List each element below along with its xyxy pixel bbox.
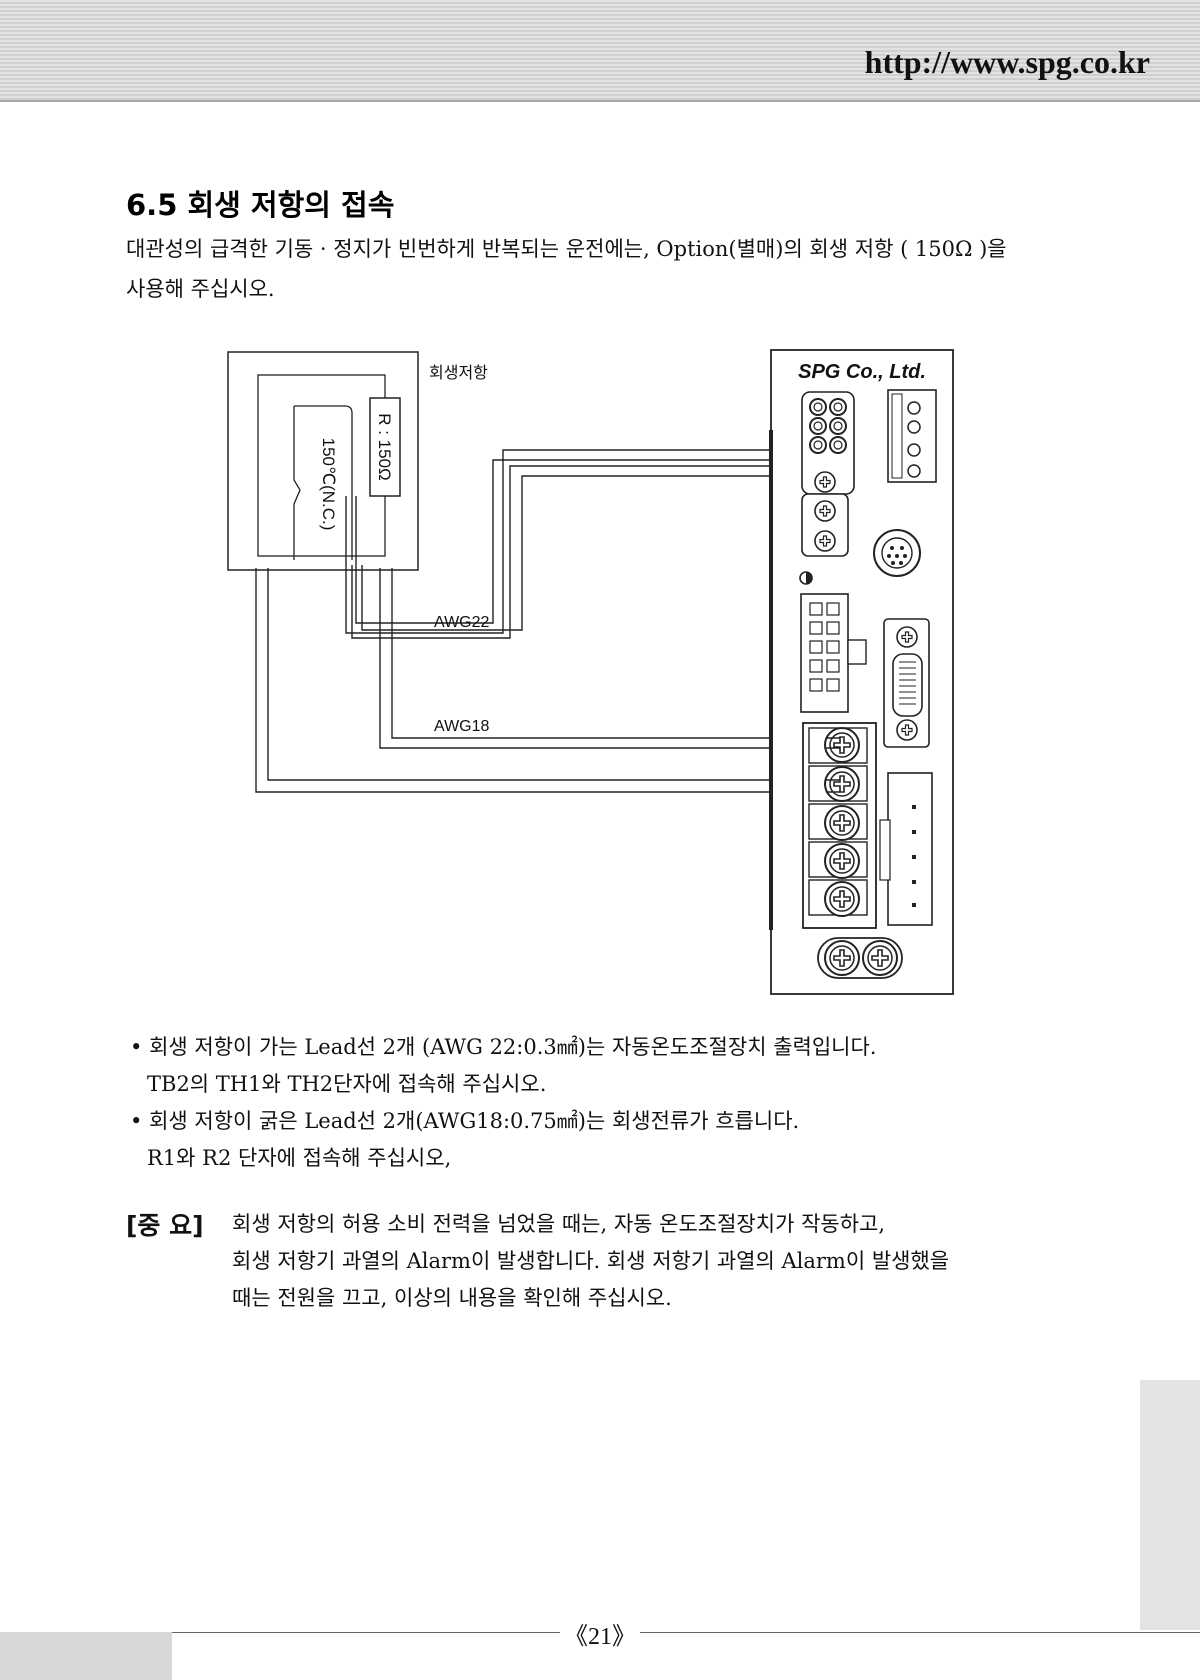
thermostat-label: 150℃(N.C.)	[319, 438, 338, 531]
page-number: 《21》	[560, 1616, 640, 1651]
wiring-diagram: R : 150Ω 150℃(N.C.) 회생저항 AWG22 AWG18 SPG…	[227, 349, 954, 995]
footer-block	[0, 1632, 172, 1680]
resistor-value-label: R : 150Ω	[375, 413, 394, 481]
intro-text: 대관성의 급격한 기동 · 정지가 빈번하게 반복되는 운전에는, Option…	[126, 229, 1106, 309]
important-label: [중 요]	[126, 1211, 204, 1240]
note-bullet: •	[130, 1109, 143, 1133]
important-line: 때는 전원을 끄고, 이상의 내용을 확인해 주십시오.	[232, 1286, 672, 1310]
header-url[interactable]: http://www.spg.co.kr	[864, 44, 1150, 80]
wire-awg18	[255, 568, 840, 793]
resistor-unit: R : 150Ω 150℃(N.C.)	[227, 351, 419, 571]
side-tab	[1140, 1380, 1200, 1630]
intro-line: 사용해 주십시오.	[126, 277, 275, 301]
resistor-box-label: 회생저항	[429, 364, 488, 382]
wire-awg18-label: AWG18	[434, 718, 490, 735]
note-line: • 회생 저항이 가는 Lead선 2개 (AWG 22:0.3㎟)는 자동온도…	[130, 1029, 1090, 1066]
wire-awg22	[345, 449, 915, 634]
important-line: 회생 저항기 과열의 Alarm이 발생합니다. 회생 저항기 과열의 Alar…	[232, 1249, 950, 1273]
important-text: 회생 저항의 허용 소비 전력을 넘었을 때는, 자동 온도조절장치가 작동하고…	[232, 1206, 1112, 1317]
header-band	[0, 0, 1200, 102]
important-line: 회생 저항의 허용 소비 전력을 넘었을 때는, 자동 온도조절장치가 작동하고…	[232, 1212, 886, 1236]
section-title: 6.5 회생 저항의 접속	[126, 188, 395, 222]
note-line: • 회생 저항이 굵은 Lead선 2개(AWG18:0.75㎟)는 회생전류가…	[130, 1103, 1090, 1140]
note-bullet: •	[130, 1035, 143, 1059]
servo-drive: SPG Co., Ltd.	[769, 349, 954, 995]
intro-line: 대관성의 급격한 기동 · 정지가 빈번하게 반복되는 운전에는, Option…	[126, 237, 1007, 261]
note-line: R1와 R2 단자에 접속해 주십시오,	[147, 1146, 452, 1170]
footer-line	[172, 1632, 1200, 1633]
note-text: 회생 저항이 굵은 Lead선 2개(AWG18:0.75㎟)는 회생전류가 흐…	[149, 1109, 800, 1133]
notes: • 회생 저항이 가는 Lead선 2개 (AWG 22:0.3㎟)는 자동온도…	[130, 1029, 1090, 1177]
note-text: 회생 저항이 가는 Lead선 2개 (AWG 22:0.3㎟)는 자동온도조절…	[149, 1035, 877, 1059]
wire-awg22-label: AWG22	[434, 614, 490, 631]
note-line: TB2의 TH1와 TH2단자에 접속해 주십시오.	[147, 1072, 547, 1096]
drive-brand: SPG Co., Ltd.	[798, 361, 926, 383]
